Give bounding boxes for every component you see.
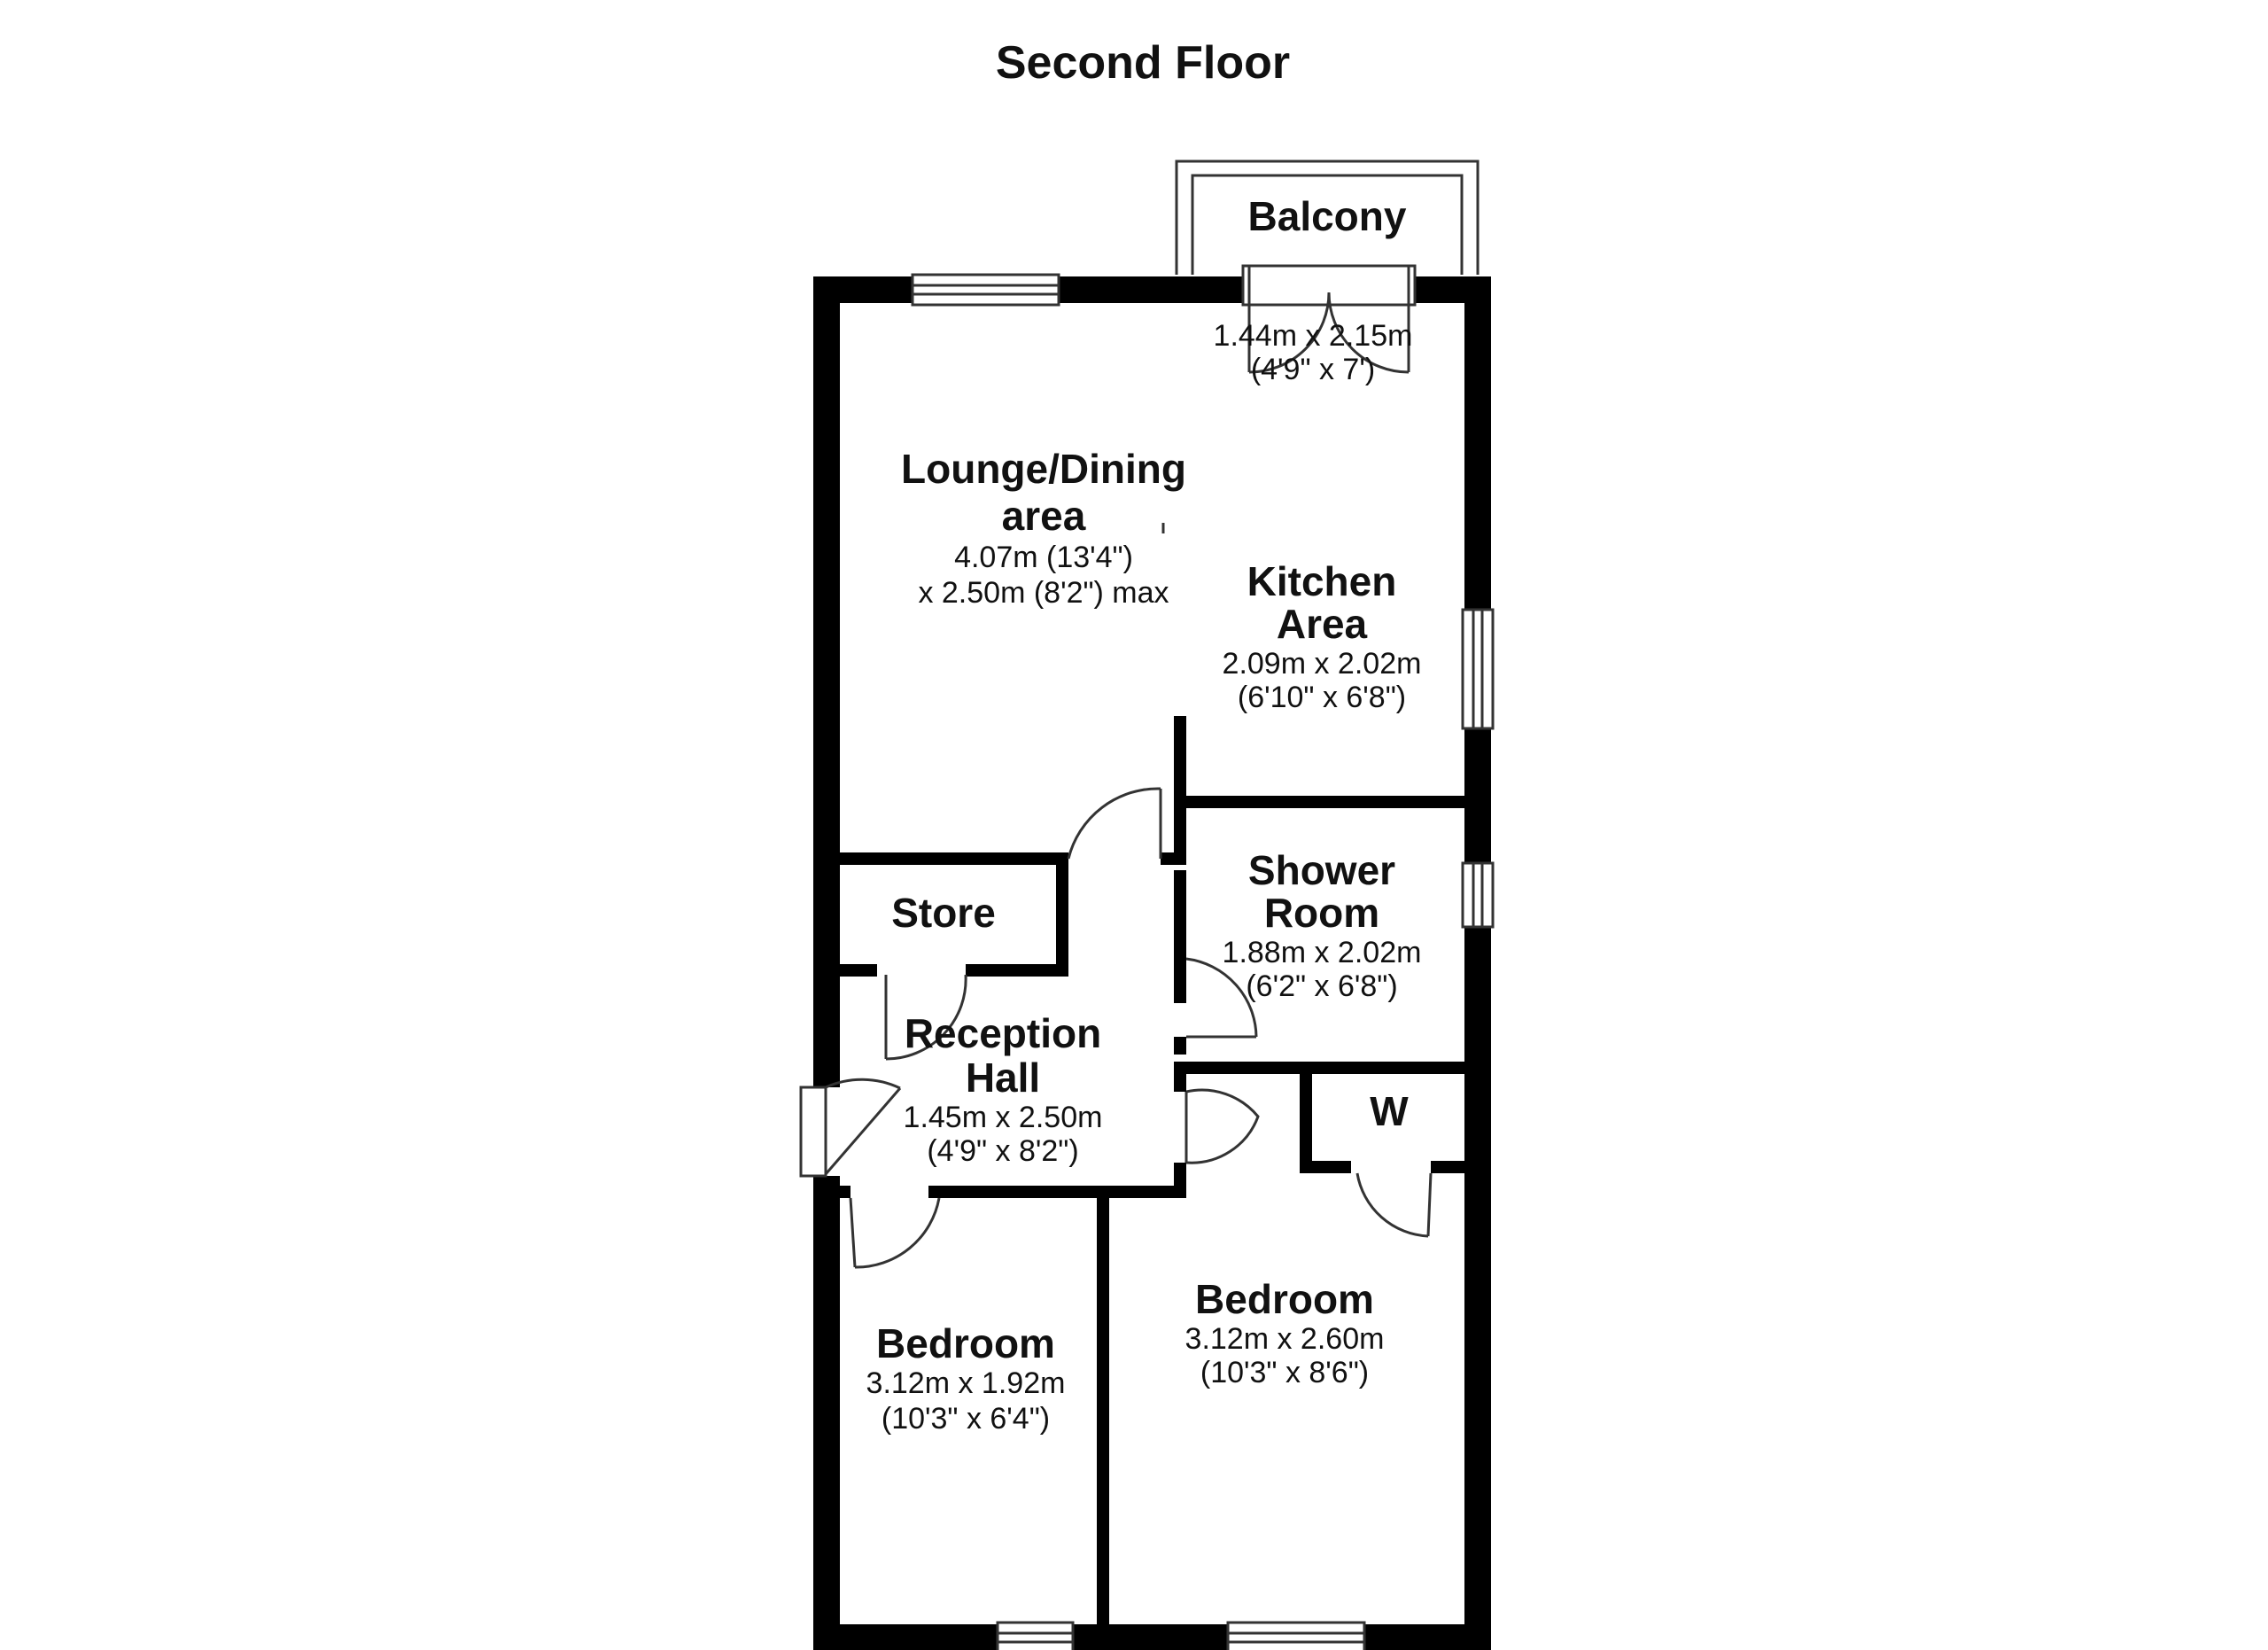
lounge-dim-1: 4.07m (13'4")	[954, 541, 1133, 574]
balcony-name: Balcony	[1248, 193, 1407, 239]
door-lounge-hall	[1067, 787, 1162, 860]
wardrobe-name: W	[1370, 1088, 1409, 1134]
lounge-name-2: area	[1002, 493, 1086, 539]
shower-dim-2: (6'2" x 6'8")	[1246, 969, 1397, 1003]
wall-shower-left-upper	[1174, 906, 1186, 1003]
kitchen-name-2: Area	[1277, 601, 1368, 647]
wall-shower-left-lower	[1174, 1037, 1186, 1055]
wall-wardrobe-bottom-right	[1431, 1161, 1466, 1173]
door-shower	[1185, 957, 1258, 1039]
kitchen-dim-2: (6'10" x 6'8")	[1238, 681, 1406, 714]
wall-store-right	[1056, 852, 1068, 977]
wall-shower-bottom	[1174, 1062, 1466, 1074]
wall-store-bottom-right	[966, 964, 1068, 977]
door-bedroom-right	[1184, 1088, 1260, 1164]
wall-wardrobe-left	[1300, 1074, 1312, 1173]
wall-bottom-b	[1073, 1624, 1228, 1650]
wall-top-mid	[1059, 276, 1243, 303]
exterior-walls	[813, 276, 1491, 1650]
lounge-dim-2: x 2.50m (8'2") max	[918, 576, 1169, 610]
wall-hall-bottom-left	[840, 1186, 850, 1198]
wall-bottom-c	[1364, 1624, 1491, 1650]
reception-dim-2: (4'9" x 8'2")	[927, 1134, 1078, 1168]
balcony-dim-2: (4'9" x 7')	[1251, 353, 1375, 386]
door-bedroom-left	[849, 1197, 941, 1269]
balcony-outline	[1175, 160, 1480, 275]
balcony-doors	[1241, 264, 1417, 374]
shower-dim-1: 1.88m x 2.02m	[1223, 936, 1422, 969]
reception-name-2: Hall	[966, 1055, 1040, 1101]
wall-hall-right	[1174, 1074, 1186, 1092]
reception-dim-1: 1.45m x 2.50m	[904, 1101, 1103, 1134]
kitchen-dim-1: 2.09m x 2.02m	[1223, 647, 1422, 681]
wall-hall-bottom	[928, 1186, 1186, 1198]
kitchen-name-1: Kitchen	[1247, 558, 1397, 604]
shower-name-2: Room	[1264, 890, 1379, 936]
door-store	[884, 974, 967, 1061]
bedroom-left-name: Bedroom	[876, 1320, 1055, 1366]
wall-left-lower	[813, 1176, 840, 1650]
wall-right-a	[1464, 276, 1491, 610]
reception-name-1: Reception	[905, 1010, 1101, 1056]
wall-kitchen-shower	[1174, 796, 1466, 808]
wall-kitchen-left-lower	[1174, 870, 1186, 906]
bedroom-right-dim-2: (10'3" x 8'6")	[1200, 1356, 1369, 1389]
wall-bedroom-divider	[1097, 1186, 1109, 1624]
bedroom-left-dim-1: 3.12m x 1.92m	[866, 1366, 1066, 1400]
window-lounge-top	[911, 273, 1060, 307]
bedroom-right-dim-1: 3.12m x 2.60m	[1185, 1322, 1385, 1356]
wall-kitchen-left-upper	[1174, 716, 1186, 860]
floor-title: Second Floor	[996, 37, 1290, 89]
bedroom-right-name: Bedroom	[1195, 1276, 1374, 1322]
wall-left-upper	[813, 276, 840, 1087]
store-name: Store	[891, 890, 996, 936]
wall-wardrobe-bottom-left	[1300, 1161, 1351, 1173]
door-wardrobe	[1355, 1172, 1433, 1238]
entrance-door	[799, 1078, 902, 1178]
window-shower-right	[1461, 861, 1495, 929]
wall-bottom-a	[813, 1624, 998, 1650]
windows	[911, 273, 1495, 1650]
wall-store-top	[840, 852, 1068, 865]
wall-store-bottom-left	[840, 964, 877, 977]
window-kitchen-right	[1461, 608, 1495, 730]
lounge-name-1: Lounge/Dining	[901, 446, 1186, 492]
wall-right-b	[1464, 728, 1491, 863]
balcony-dim-1: 1.44m x 2.15m	[1214, 319, 1413, 353]
window-bedroom-right-bottom	[1226, 1621, 1366, 1650]
interior-walls	[840, 716, 1466, 1624]
wall-right-c	[1464, 927, 1491, 1650]
shower-name-1: Shower	[1248, 847, 1395, 893]
door-swings	[849, 787, 1433, 1269]
window-bedroom-left-bottom	[996, 1621, 1075, 1650]
bedroom-left-dim-2: (10'3" x 6'4")	[882, 1402, 1050, 1436]
wall-lounge-hall-right	[1161, 852, 1186, 865]
